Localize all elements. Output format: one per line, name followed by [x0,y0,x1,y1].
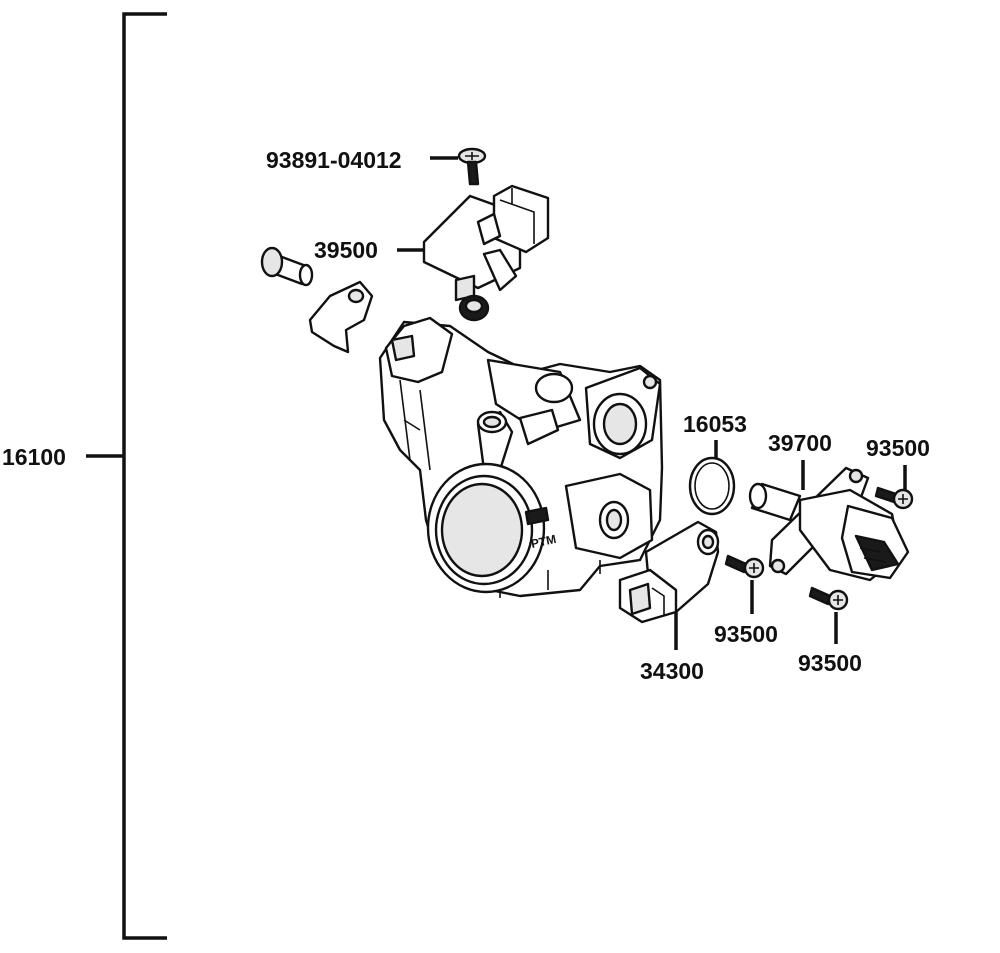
label-39700: 39700 [768,430,832,456]
body-mark-text: PTM [530,532,558,551]
label-16100: 16100 [2,444,66,470]
label-16053: 16053 [683,411,747,437]
assembly-bracket [86,12,167,940]
tps-sensor-part [618,520,720,624]
plate-part [308,280,374,354]
screw-lower-part [808,586,849,611]
throttle-body-part: PTM [378,316,664,598]
label-93891-04012: 93891-04012 [266,147,402,173]
label-39500: 39500 [314,237,378,263]
label-93500-lower: 93500 [798,650,862,676]
screw-right-part [874,486,914,510]
map-sensor-part [422,184,550,322]
label-34300: 34300 [640,658,704,684]
screw-mid-part [724,554,765,579]
pin-part [260,246,314,287]
label-93500-mid: 93500 [714,621,778,647]
screw-top-part [457,147,487,186]
label-93500-right: 93500 [866,435,930,461]
o-ring-part [688,456,736,516]
idle-valve-part [748,466,910,582]
